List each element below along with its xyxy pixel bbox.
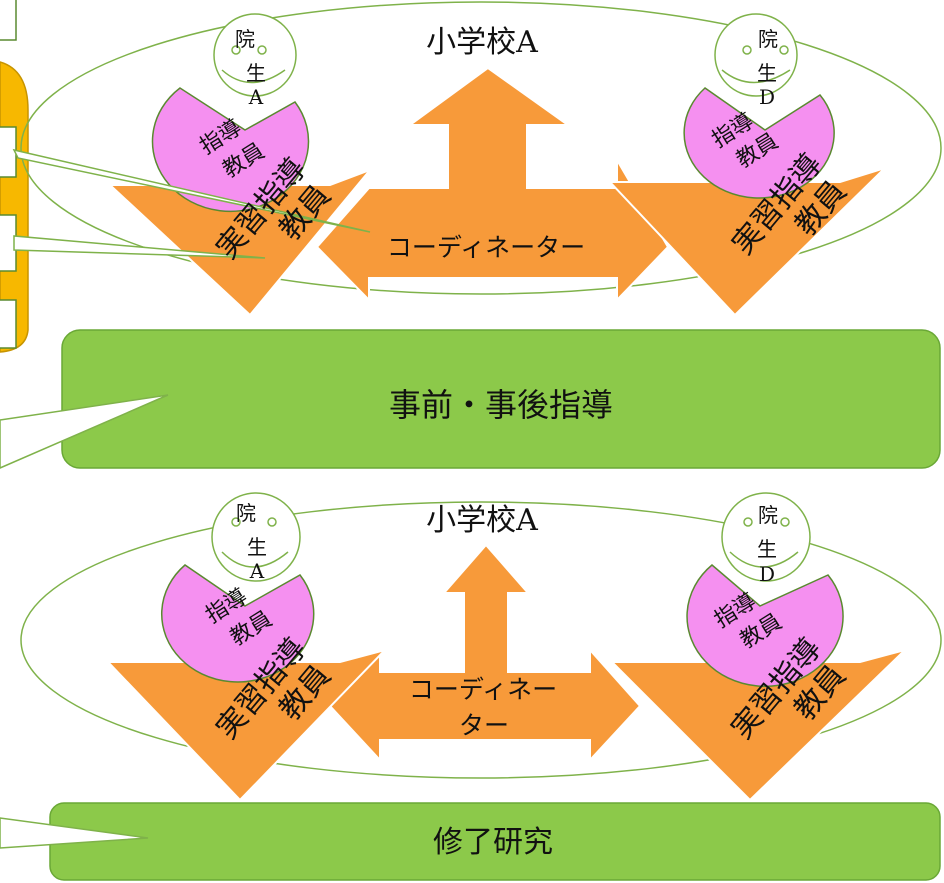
middle-section: 事前・事後指導 bbox=[0, 329, 941, 469]
top-student-right-line2: 生 bbox=[757, 61, 777, 85]
bottom-student-right-line1: 院 bbox=[758, 503, 778, 527]
top-school-label: 小学校A bbox=[426, 25, 538, 60]
bottom-student-left-line2: 生 bbox=[247, 535, 267, 559]
left-callouts bbox=[0, 0, 29, 353]
bottom-coordinator-line1: コーディネー bbox=[409, 675, 557, 704]
bottom-student-right-line3: D bbox=[759, 562, 775, 586]
bottom-student-left-line3: A bbox=[249, 559, 265, 583]
pre-post-guidance-label: 事前・事後指導 bbox=[389, 386, 613, 424]
top-student-right-face bbox=[714, 13, 798, 97]
bottom-advisor-right-shape bbox=[686, 564, 844, 688]
callout-box-top bbox=[0, 0, 17, 41]
callout-box-1 bbox=[0, 126, 17, 178]
final-section: 修了研究 bbox=[0, 802, 941, 881]
bottom-advisor-left-shape bbox=[161, 564, 315, 683]
bottom-coordinator-line2: ター bbox=[459, 711, 509, 740]
middle-callout-pointer bbox=[0, 394, 169, 469]
top-coordinator-label: コーディネーター bbox=[387, 233, 585, 262]
top-advisor-right-shape bbox=[683, 87, 835, 199]
top-student-left-line2: 生 bbox=[246, 61, 266, 85]
top-student-left-line3: A bbox=[248, 85, 264, 109]
bottom-student-left-face bbox=[211, 492, 301, 582]
callout-box-3 bbox=[0, 299, 17, 349]
bottom-student-right-face bbox=[721, 492, 811, 582]
bottom-callout-pointer bbox=[0, 817, 149, 849]
top-student-right-line1: 院 bbox=[758, 27, 778, 51]
bottom-student-right-line2: 生 bbox=[757, 537, 777, 561]
top-advisor-left-shape bbox=[151, 87, 310, 213]
completion-research-label: 修了研究 bbox=[433, 825, 553, 860]
top-student-right-line3: D bbox=[759, 85, 775, 109]
top-section: 小学校A コーディネーター 院 生 A 院 生 D 指導 教員 指導 教員 実習… bbox=[12, 1, 942, 317]
top-callout-pointer-2 bbox=[13, 235, 266, 259]
top-student-left-face bbox=[213, 13, 297, 97]
top-student-left-line1: 院 bbox=[235, 27, 255, 51]
bottom-school-ellipse bbox=[20, 501, 942, 779]
top-coordinator-arrow bbox=[315, 66, 670, 303]
top-school-ellipse bbox=[20, 1, 942, 295]
bottom-student-left-line1: 院 bbox=[236, 501, 256, 525]
top-callout-pointer-1 bbox=[12, 148, 371, 233]
pre-post-guidance-box bbox=[61, 329, 941, 469]
bottom-section: 小学校A コーディネー ター 院 生 A 院 生 D 指導 教員 指導 教員 実… bbox=[20, 492, 942, 802]
bottom-coordinator-arrow bbox=[328, 543, 642, 763]
bottom-school-label: 小学校A bbox=[426, 503, 538, 538]
